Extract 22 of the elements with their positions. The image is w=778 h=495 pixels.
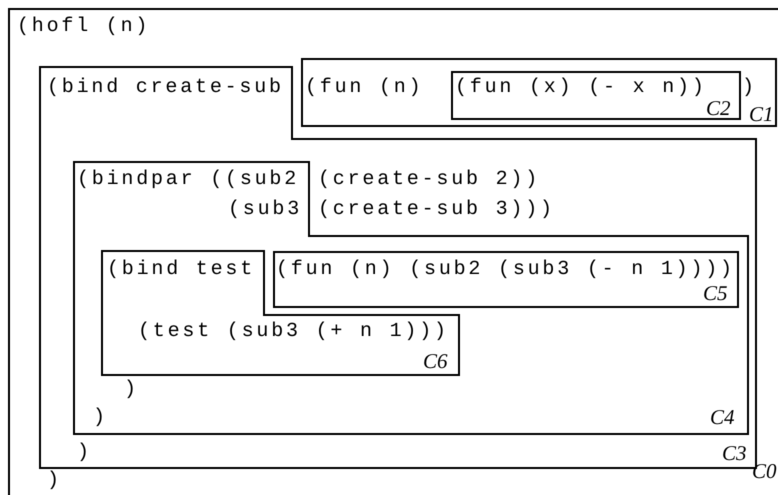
scope-label: C5 [703, 282, 728, 304]
code-text: (bind create-sub [47, 77, 284, 99]
scope-label: C1 [749, 103, 774, 125]
code-text: (fun (n) [305, 77, 424, 99]
code-text: ) [77, 442, 92, 464]
code-text: (hofl (n) [17, 16, 150, 38]
code-text: ) [742, 77, 757, 99]
code-text: ) [47, 470, 62, 492]
code-text: ) [93, 407, 108, 429]
code-text: (create-sub 2)) [318, 169, 540, 191]
code-text: (test (sub3 (+ n 1))) [138, 321, 449, 343]
code-text: (create-sub 3))) [318, 199, 555, 221]
code-text: (bindpar ((sub2 [77, 169, 300, 191]
scope-label: C4 [710, 406, 735, 428]
scope-label: C3 [722, 442, 747, 464]
code-text: (fun (n) (sub2 (sub3 (- n 1)))) [276, 259, 735, 281]
code-text: (bind test [107, 259, 256, 281]
scope-label: C6 [423, 350, 448, 372]
scope-label: C2 [706, 97, 731, 119]
code-text: (fun (x) (- x n)) [455, 77, 707, 99]
code-text: ) [124, 379, 139, 401]
code-text: (sub3 [228, 199, 302, 221]
